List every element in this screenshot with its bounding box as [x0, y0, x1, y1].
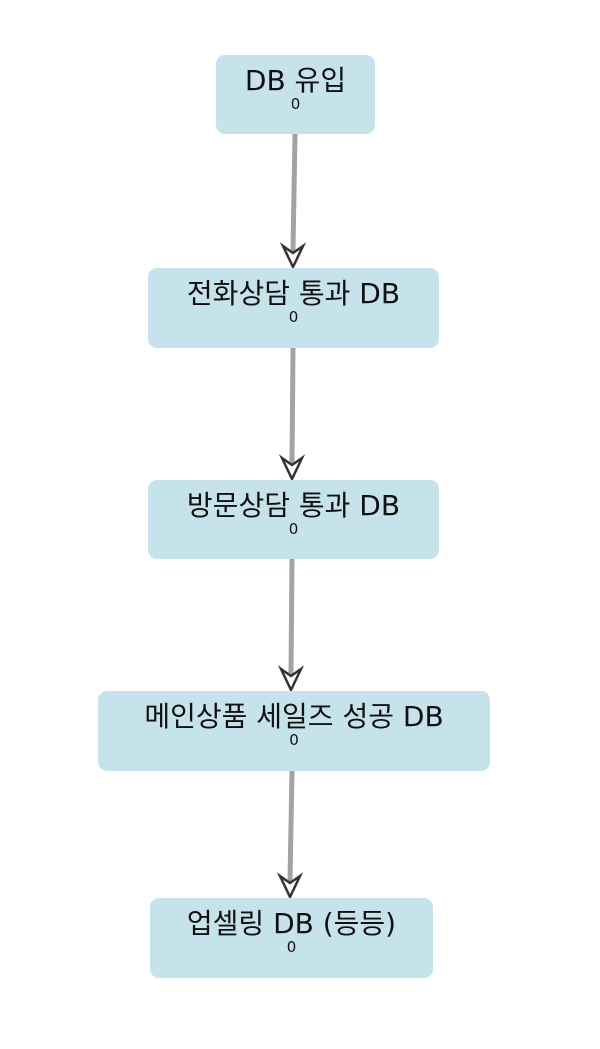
edge-line — [287, 768, 295, 883]
node-label: DB 유입 — [244, 64, 347, 97]
node-count: 0 — [290, 95, 301, 113]
edge-0-1 — [279, 131, 307, 270]
flow-node-phone-consult-passed[interactable]: 전화상담 통과 DB 0 — [148, 268, 439, 348]
arrowhead-icon — [277, 665, 305, 693]
node-count: 0 — [288, 308, 299, 326]
node-label: 방문상담 통과 DB — [186, 489, 401, 522]
node-count: 0 — [289, 731, 299, 749]
node-label: 업셀링 DB (등등) — [186, 907, 397, 940]
edge-3-4 — [276, 768, 304, 900]
edge-2-3 — [277, 556, 305, 693]
edge-line — [290, 131, 298, 253]
flow-node-db-inflow[interactable]: DB 유입 0 — [216, 55, 375, 134]
edge-1-2 — [278, 345, 306, 482]
arrowhead-icon — [278, 454, 306, 482]
flow-node-main-product-sale[interactable]: 메인상품 세일즈 성공 DB 0 — [98, 691, 490, 771]
edge-line — [288, 556, 295, 676]
node-count: 0 — [288, 520, 299, 538]
node-label: 전화상담 통과 DB — [186, 277, 401, 310]
edge-line — [289, 345, 296, 465]
node-count: 0 — [286, 938, 297, 956]
arrowhead-icon — [279, 242, 307, 270]
node-label: 메인상품 세일즈 성공 DB — [144, 700, 444, 733]
flow-node-upselling[interactable]: 업셀링 DB (등등) 0 — [150, 898, 433, 978]
arrowhead-icon — [276, 872, 304, 900]
flow-node-visit-consult-passed[interactable]: 방문상담 통과 DB 0 — [148, 480, 439, 559]
